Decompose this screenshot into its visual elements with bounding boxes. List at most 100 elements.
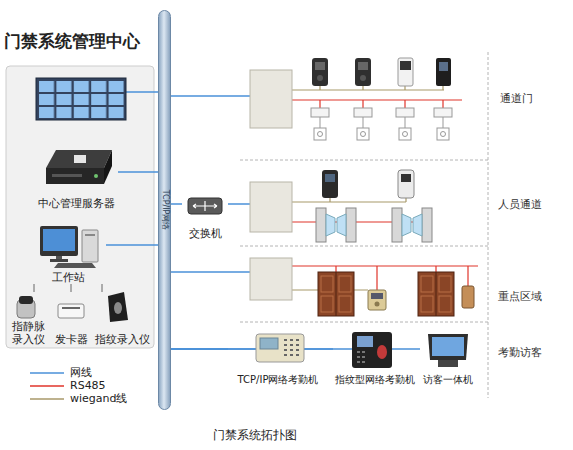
door-reader (439, 62, 448, 71)
security-door (421, 296, 433, 312)
device-cable (34, 284, 35, 292)
label-group: 中心管理服务器 (38, 197, 115, 210)
legend-text: wiegand线 (70, 392, 128, 405)
zone-label: 考勤访客 (498, 346, 542, 359)
label-group: TCP/IP网络考勤机 (238, 373, 319, 386)
door-reader (360, 75, 366, 81)
exit-button (314, 128, 326, 140)
legend-text: 网线 (70, 366, 92, 379)
network-wire (171, 95, 250, 97)
exit-wire (320, 117, 443, 128)
fingerprint-attendance-icon (357, 352, 365, 362)
wiegand-wire (292, 86, 444, 90)
fingerprint-terminal (368, 290, 386, 310)
fingerprint-attendance-icon (377, 345, 387, 359)
security-door (336, 272, 337, 316)
security-door (439, 296, 451, 312)
rs485-wire (292, 100, 462, 108)
security-door (339, 296, 351, 312)
fingerprint-reader-icon (114, 302, 122, 314)
legend-line-sample (30, 382, 64, 390)
fingerprint-terminal (368, 290, 386, 310)
exit-button (403, 132, 408, 137)
security-door (321, 296, 333, 312)
turnstile (346, 208, 356, 242)
door-reader (312, 58, 451, 86)
separator-line (240, 52, 488, 398)
panel-heading: 门禁系统管理中心 (4, 30, 140, 52)
door-lock (311, 108, 452, 117)
label-group: 发卡器 (55, 333, 88, 346)
label-group: TCP/IP网络 (160, 190, 169, 231)
security-door (318, 272, 354, 316)
network-link (106, 244, 158, 246)
server-icon (52, 174, 82, 177)
workstation-icon (40, 226, 78, 256)
door-lock (396, 108, 414, 117)
security-door (321, 276, 333, 292)
switch-device: 交换机 (182, 190, 228, 240)
device-label: 交换机 (189, 227, 222, 240)
door-reader (398, 58, 413, 86)
turnstile (422, 208, 432, 242)
door-controller (250, 70, 292, 300)
label-group: 指纹录入仪 (95, 333, 150, 346)
zone-label: 人员通道 (498, 198, 542, 211)
fingerprint-attendance-icon (352, 332, 392, 368)
door-reader (317, 75, 323, 81)
door-reader (312, 58, 328, 86)
server-icon (46, 150, 112, 168)
visitor-terminal-icon (428, 334, 468, 360)
management-center-panel: 门禁系统管理中心中心管理服务器工作站指静脉 录入仪发卡器指纹录入仪 (4, 30, 156, 348)
security-door (318, 272, 454, 316)
label-group: 指静脉 录入仪 (9, 320, 47, 346)
security-door (436, 272, 437, 316)
door-controller (250, 182, 292, 232)
fingerprint-reader-icon (108, 292, 128, 322)
server-icon (94, 174, 98, 178)
exit-button (437, 128, 449, 140)
door-lock (311, 108, 329, 117)
workstation-device: 工作站 (30, 220, 106, 284)
door-lock (434, 108, 452, 117)
zone-label: 重点区域 (498, 290, 542, 303)
turnstile (316, 208, 432, 242)
turnstile (337, 214, 346, 236)
workstation-icon (50, 259, 68, 262)
device-label: 工作站 (52, 271, 85, 284)
server-icon (104, 150, 112, 184)
card-issuer-device: 发卡器 (52, 292, 90, 346)
exit-button (318, 132, 323, 137)
exit-button (361, 132, 366, 137)
server-icon (74, 155, 86, 163)
switch-icon (193, 201, 217, 211)
zone-label: 通道门 (500, 92, 533, 105)
label-group: 访客一体机 (423, 373, 473, 386)
area-reader (462, 286, 474, 308)
turnstile (316, 208, 326, 242)
door-reader (355, 58, 371, 86)
wiegand-wire (292, 86, 444, 290)
door-reader (436, 58, 451, 86)
gate-reader (401, 174, 411, 182)
legend-line-sample (30, 385, 64, 387)
security-door (339, 276, 351, 292)
video-wall (38, 80, 125, 119)
panel-frame (6, 66, 154, 348)
panel-frame (6, 66, 154, 348)
exit-wire (320, 117, 443, 128)
gate-reader (322, 170, 414, 198)
network-pipe: TCP/IP网络 (158, 10, 171, 410)
visitor-terminal-icon (438, 360, 458, 367)
video-wall (36, 78, 126, 120)
legend-line-sample (30, 369, 64, 377)
card-issuer-icon (62, 307, 80, 309)
fingerprint-terminal (371, 293, 383, 299)
workstation-icon (43, 229, 75, 251)
device-cable (71, 284, 72, 292)
device-label: TCP/IP网络考勤机 (238, 373, 319, 386)
separator-line (240, 52, 488, 398)
card-issuer-icon (58, 304, 84, 318)
legend-line-sample (30, 398, 64, 400)
